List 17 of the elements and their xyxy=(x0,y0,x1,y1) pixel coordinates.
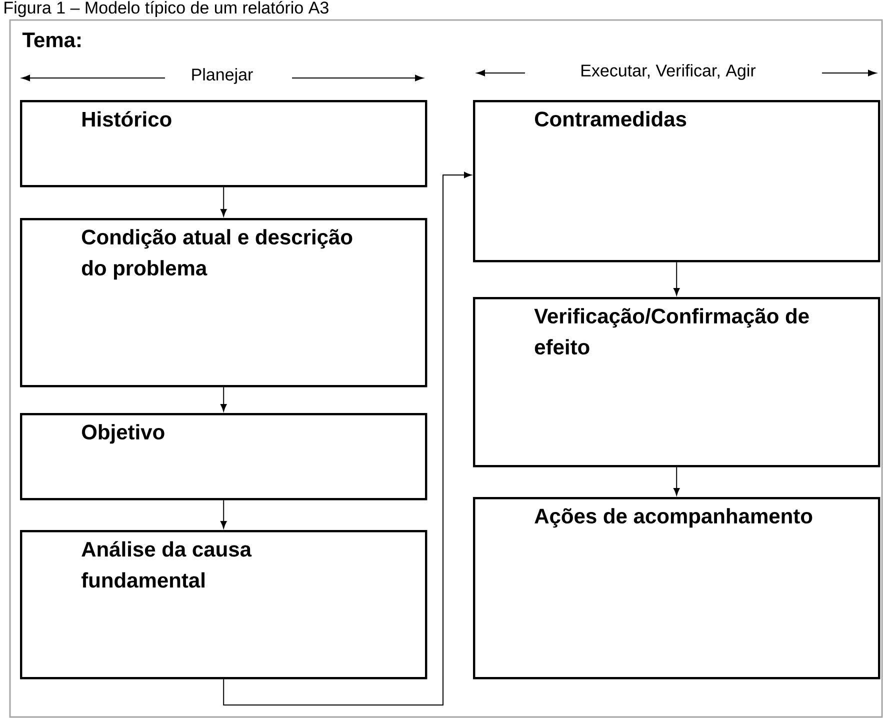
section-box: Ações de acompanhamento xyxy=(473,497,880,680)
section-box: Verificação/Confirmação de efeito xyxy=(473,297,880,468)
phase-label: Planejar xyxy=(192,68,253,84)
section-box: Condição atual e descrição do problema xyxy=(20,218,428,388)
section-box: Análise da causa fundamental xyxy=(20,530,428,680)
figure-title: Figura 1 – Modelo típico de um relatório A3 xyxy=(4,0,328,18)
arrow xyxy=(220,186,227,217)
arrow xyxy=(674,466,680,496)
section-box: Contramedidas xyxy=(473,100,880,262)
arrow xyxy=(220,386,227,412)
section-box: Histórico xyxy=(20,100,428,188)
arrow xyxy=(223,172,472,706)
phase-label: Executar, Verificar, Agir xyxy=(582,64,756,80)
arrow xyxy=(674,262,680,296)
arrow xyxy=(220,500,227,529)
section-box: Objetivo xyxy=(20,413,428,500)
heading: Tema: xyxy=(22,32,80,48)
